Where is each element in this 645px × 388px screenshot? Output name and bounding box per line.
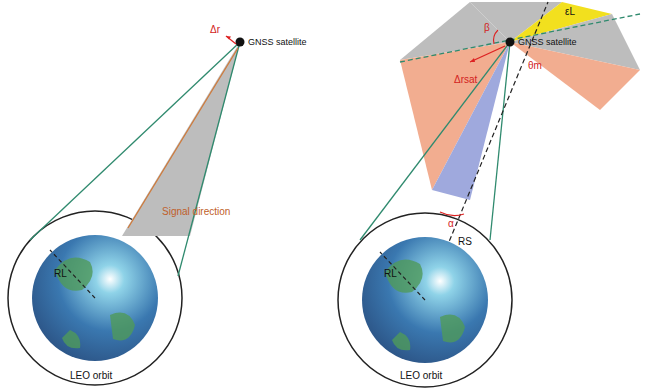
tangent-line (178, 42, 240, 276)
delta-label: Δr (210, 24, 220, 36)
angle-label: θm (528, 60, 542, 72)
delta-arrowhead (226, 36, 231, 40)
satellite-label: GNSS satellite (248, 36, 307, 48)
radius-label: RS (458, 236, 472, 248)
left-panel (8, 36, 245, 385)
orbit-label: LEO orbit (400, 370, 442, 382)
signal-label: Signal direction (162, 206, 230, 218)
grey-wedge (122, 42, 240, 236)
tangent-line (360, 42, 510, 240)
radius-line (380, 252, 425, 300)
tangent-line (490, 42, 510, 240)
leo-orbit-circle (338, 213, 512, 387)
land (385, 260, 465, 351)
earth (32, 235, 158, 361)
radius-label: RL (384, 268, 397, 280)
delta-label: Δrsat (454, 74, 477, 86)
angle-label: εL (565, 6, 575, 18)
radius-label: RL (54, 268, 67, 280)
angle-label: α (448, 218, 454, 230)
orange-wedge (510, 42, 640, 110)
tangent-line (30, 42, 240, 240)
delta-arrowhead (470, 58, 475, 62)
beta-arc (494, 30, 499, 44)
satellite-dot (236, 38, 245, 47)
radius-line (50, 250, 95, 298)
satellite-dot (506, 38, 515, 47)
angle-label: β (484, 22, 490, 34)
land (55, 258, 135, 349)
orbit-label: LEO orbit (70, 370, 112, 382)
delta-arrow (470, 46, 505, 62)
right-panel (338, 2, 640, 387)
satellite-label: GNSS satellite (518, 36, 577, 48)
leo-orbit-circle (8, 211, 182, 385)
horizon-line (400, 14, 640, 62)
delta-arrow (226, 36, 236, 44)
signal-line (128, 48, 238, 228)
earth (362, 237, 488, 363)
alpha-arc (440, 212, 464, 216)
